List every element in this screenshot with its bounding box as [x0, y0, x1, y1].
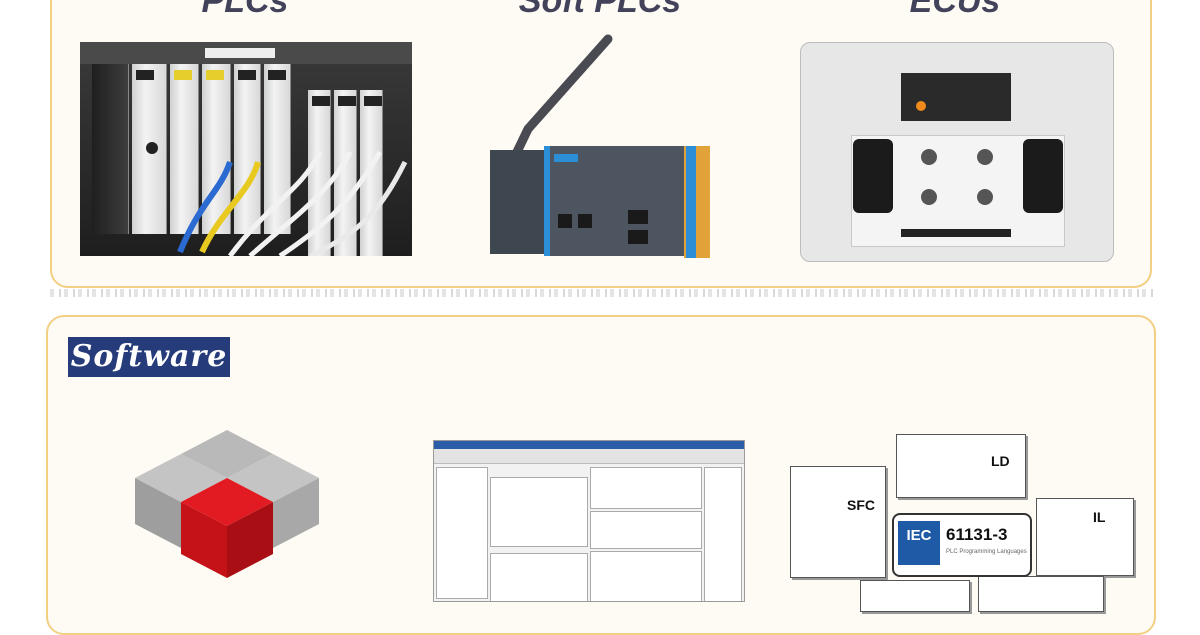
ide-screenshot	[433, 440, 745, 602]
iec-logo: IEC	[898, 521, 940, 565]
iec-number: 61131-3	[946, 525, 1008, 544]
ecu-device-image	[800, 42, 1114, 262]
sfc-label: SFC	[847, 497, 875, 513]
il-card: IL	[1036, 498, 1134, 576]
plc-rack-image	[80, 42, 412, 256]
plcs-heading: PLCs	[201, 0, 289, 20]
st-card	[860, 580, 970, 612]
soft-plc-device-image	[490, 34, 710, 258]
iec-standard-badge: IEC 61131-3 PLC Programming Languages	[892, 513, 1032, 577]
sfc-card: SFC	[790, 466, 886, 578]
software-tag: Software	[68, 337, 230, 377]
ld-card: LD	[896, 434, 1026, 498]
fbd-card	[978, 576, 1104, 612]
cube-logo	[135, 430, 319, 578]
soft-plcs-heading: Soft PLCs	[518, 0, 682, 20]
ld-label: LD	[991, 453, 1010, 469]
iec-subtitle: PLC Programming Languages	[946, 549, 1027, 555]
ecus-heading: ECUs	[909, 0, 1001, 20]
panel-divider	[50, 289, 1155, 297]
il-label: IL	[1093, 509, 1106, 525]
